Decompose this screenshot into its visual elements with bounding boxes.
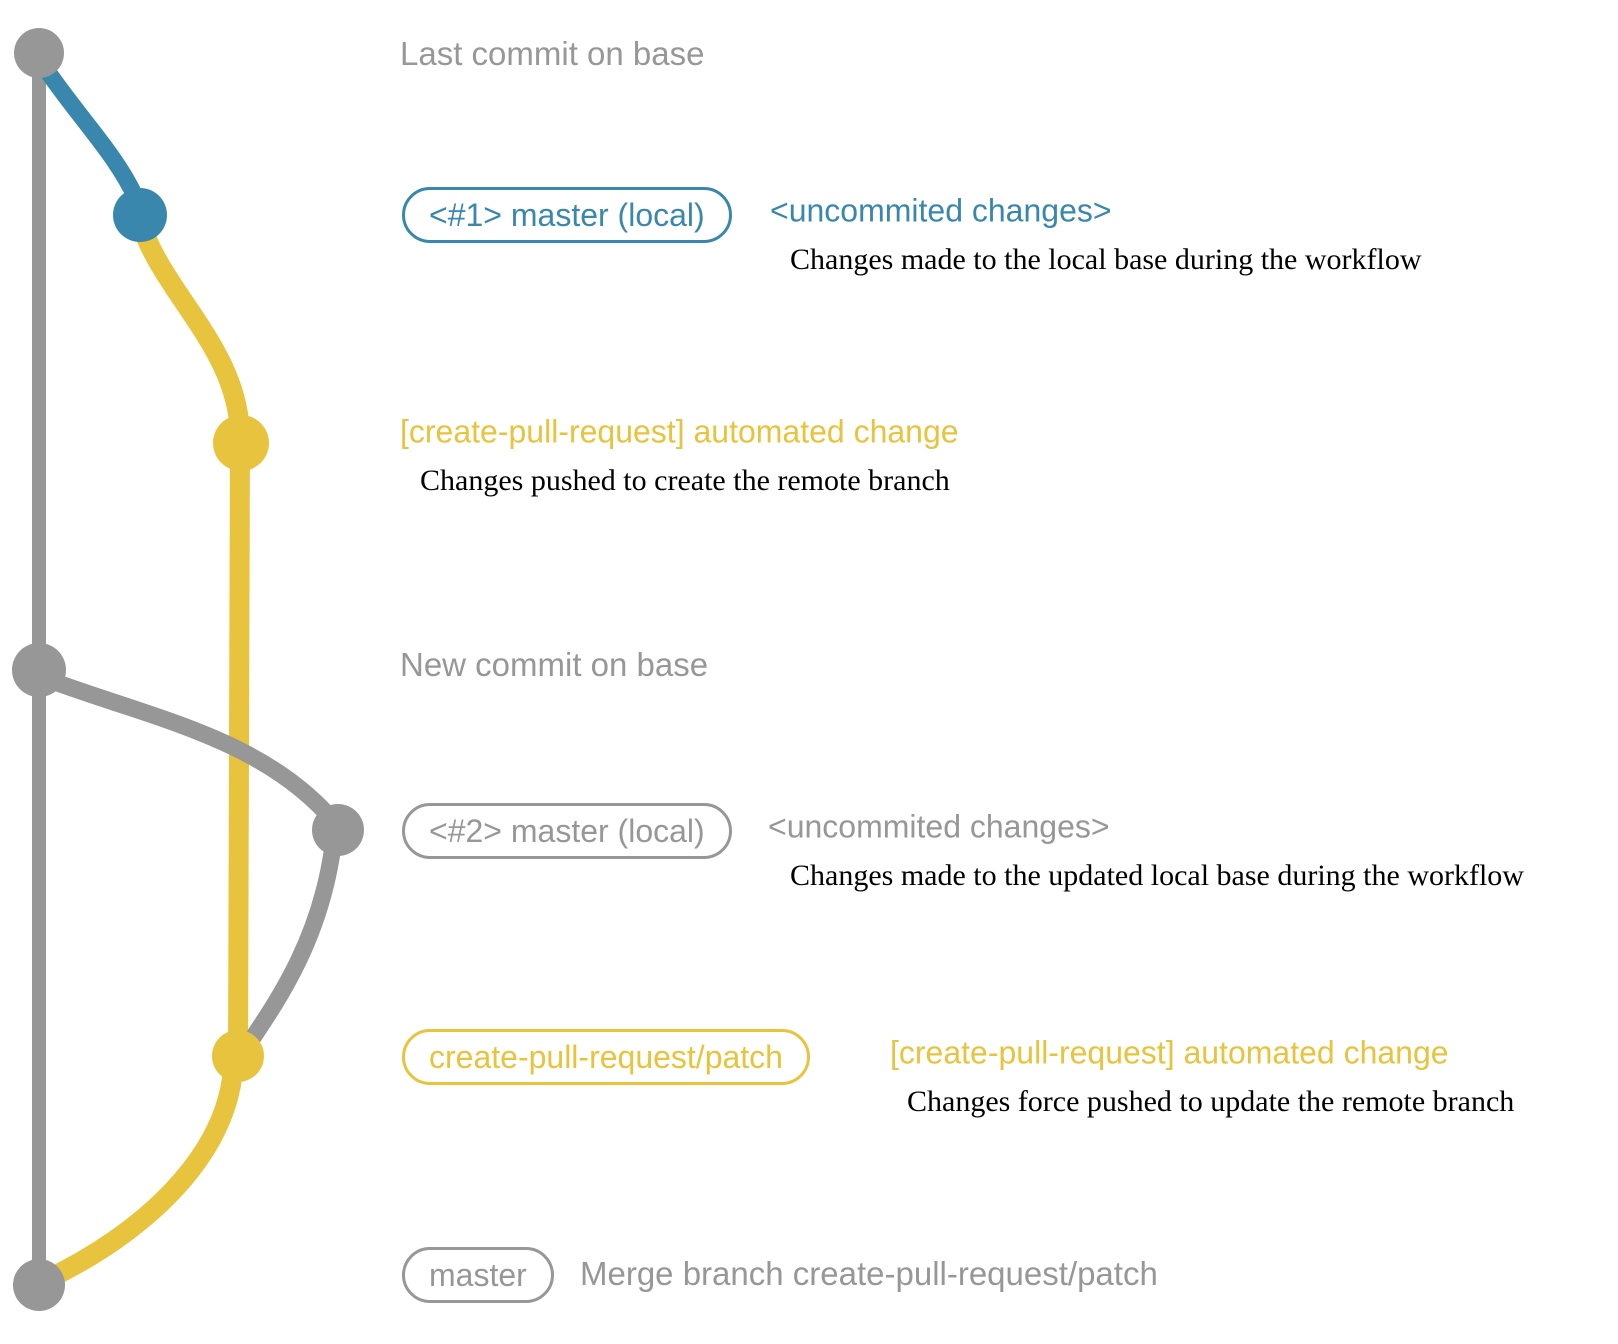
note-local-changes-2: Changes made to the updated local base d… (790, 858, 1524, 892)
commit-dot-local-1 (113, 188, 167, 242)
annotation-uncommited-changes-2: <uncommited changes> (768, 808, 1110, 845)
commit-dot-local-2 (312, 804, 364, 856)
annotation-automated-change-2: [create-pull-request] automated change (890, 1034, 1449, 1071)
commit-dot-remote-2 (212, 1030, 264, 1082)
badge-create-pull-request-patch: create-pull-request/patch (402, 1029, 810, 1085)
badge-master: master (402, 1247, 554, 1303)
note-local-changes-1: Changes made to the local base during th… (790, 242, 1422, 276)
annotation-uncommited-changes-1: <uncommited changes> (770, 192, 1112, 229)
badge-master-local-2: <#2> master (local) (402, 803, 732, 859)
note-force-push: Changes force pushed to update the remot… (907, 1084, 1515, 1118)
local-branch-edge-2 (35, 669, 345, 833)
note-push-create: Changes pushed to create the remote bran… (420, 463, 950, 497)
annotation-automated-change-1: [create-pull-request] automated change (400, 413, 959, 450)
label-merge-branch: Merge branch create-pull-request/patch (580, 1255, 1158, 1293)
commit-dot-merge (13, 1259, 65, 1311)
local-branch-force-push-edge (239, 837, 342, 1054)
commit-dot-remote-1 (213, 415, 269, 471)
commit-dot-last-base (14, 28, 64, 78)
label-new-commit-on-base: New commit on base (400, 646, 709, 684)
remote-branch-edge-create (131, 214, 250, 448)
remote-branch-merge-edge (36, 1060, 243, 1290)
badge-master-local-1: <#1> master (local) (402, 187, 732, 243)
commit-dot-new-base (12, 643, 66, 697)
local-branch-edge-1 (32, 53, 148, 214)
label-last-commit-on-base: Last commit on base (400, 35, 705, 73)
